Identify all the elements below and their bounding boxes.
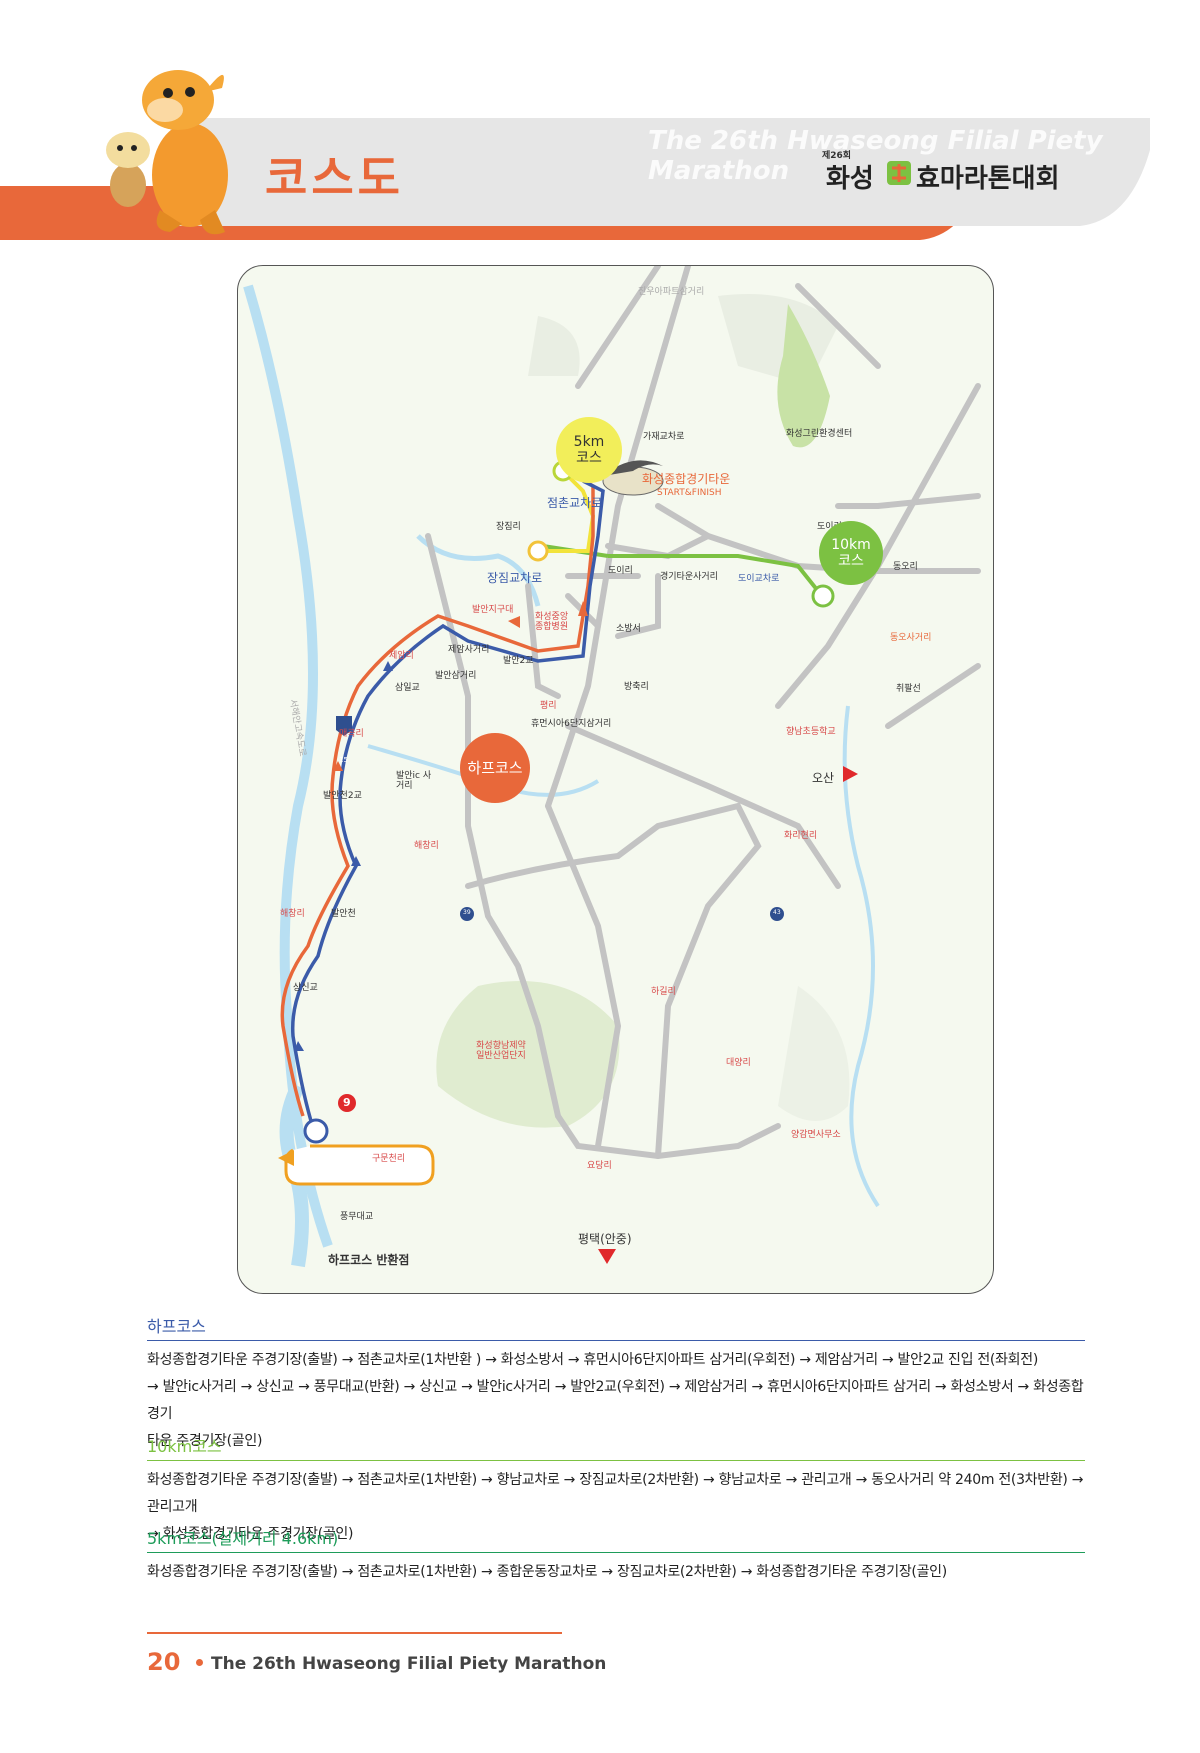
label-jeam-junction: 제암사거리 [448, 645, 490, 655]
event-logo-icon [887, 161, 911, 185]
label-humansia: 휴먼시아6단지삼거리 [531, 719, 612, 729]
marker-9: 9 [343, 1096, 351, 1109]
label-gajae: 가재교차로 [643, 432, 685, 442]
label-stadium: 화성종합경기타운 [642, 472, 731, 486]
label-hwaries: 화리현리 [784, 831, 818, 841]
label-doi-ic: 도이교차로 [738, 574, 780, 584]
label-haechang-left: 해창리 [280, 909, 305, 919]
label-dongo-junction: 동오사거리 [890, 633, 932, 643]
map-graphic [243, 266, 981, 1268]
label-balan-district: 발안지구대 [472, 605, 514, 615]
course-map: 진우아파트삼거리 가재교차로 화성그린환경센터 점촌교차로 화성종합경기타운 S… [237, 265, 994, 1294]
label-osan: 오산 [812, 771, 835, 785]
footer-text: The 26th Hwaseong Filial Piety Marathon [211, 1654, 607, 1674]
badge-5km-line2: 코스 [576, 450, 602, 466]
event-title-en: The 26th Hwaseong Filial Piety Marathon [648, 126, 1103, 186]
label-pharma: 화성향남제약 일반산업단지 [476, 1041, 526, 1061]
footer-rule [147, 1632, 562, 1634]
label-maegok: 매곡리 [339, 729, 364, 739]
page-number: 20 [147, 1648, 181, 1676]
label-sangsin: 상신교 [293, 983, 318, 993]
label-gumun: 구문천리 [372, 1154, 406, 1164]
event-edition: 제26회 [822, 151, 852, 161]
label-daeyang: 대양리 [726, 1058, 751, 1068]
label-doi-ri-top: 도이리 [817, 522, 842, 532]
label-start-finish: START&FINISH [657, 488, 722, 498]
mascot-small [106, 132, 150, 207]
label-jinwoo: 진우아파트삼거리 [638, 287, 705, 297]
label-route43: 43 [773, 909, 781, 916]
section-5km-title: 5km코스(실제거리 4.6km) [147, 1525, 1085, 1553]
label-yanggam: 양감면사무소 [791, 1130, 841, 1140]
label-balancheon: 발안천 [331, 909, 356, 919]
section-half-line-2: → 발안ic사거리 → 상신교 → 풍무대교(반환) → 상신교 → 발안ic사… [147, 1379, 1084, 1422]
label-balan-ic: 발안ic 사거리 [396, 771, 432, 791]
label-jangjim-ic: 장짐교차로 [487, 571, 543, 585]
section-half-body: 화성종합경기타운 주경기장(출발) → 점촌교차로(1차반환 ) → 화성소방서… [147, 1347, 1085, 1455]
label-yodang: 요당리 [587, 1161, 612, 1171]
label-hwy15: 15 [339, 756, 348, 764]
label-haechang: 해창리 [414, 841, 439, 851]
section-10km-title: 10km코스 [147, 1433, 1085, 1461]
badge-5km-line1: 5km [573, 434, 605, 450]
section-5km: 5km코스(실제거리 4.6km) 화성종합경기타운 주경기장(출발) → 점촌… [147, 1525, 1085, 1586]
section-half-line-3: 타운 주경기장(골인) [147, 1433, 263, 1449]
section-5km-line-1: 화성종합경기타운 주경기장(출발) → 점촌교차로(1차반환) → 종합운동장교… [147, 1564, 947, 1580]
label-hyangnam-school: 향남초등학교 [786, 727, 836, 737]
label-pyeongtaek: 평택(안중) [578, 1232, 632, 1246]
label-banguk: 방축리 [624, 682, 649, 692]
label-hagil: 하길리 [651, 987, 676, 997]
section-10km-body: 화성종합경기타운 주경기장(출발) → 점촌교차로(1차반환) → 향남교차로 … [147, 1467, 1085, 1548]
badge-10km-line1: 10km [831, 537, 871, 553]
badge-10km: 10km 코스 [819, 521, 883, 585]
label-hospital: 화성중앙 종합병원 [535, 612, 569, 632]
section-10km: 10km코스 화성종합경기타운 주경기장(출발) → 점촌교차로(1차반환) →… [147, 1433, 1085, 1548]
label-fire-station: 소방서 [616, 624, 641, 634]
label-balan2: 발안2교 [503, 656, 534, 666]
event-title-ko-a: 화성 [826, 164, 874, 194]
section-half-line-1: 화성종합경기타운 주경기장(출발) → 점촌교차로(1차반환 ) → 화성소방서… [147, 1352, 1039, 1368]
label-jangjim-ri: 장짐리 [496, 522, 521, 532]
label-balanchen2: 발안천2교 [323, 791, 362, 801]
label-dongo-ri: 동오리 [893, 562, 918, 572]
label-half-turn: 하프코스 반환점 [328, 1253, 410, 1267]
label-jeomchon: 점촌교차로 [547, 496, 603, 510]
label-samil: 삼일교 [395, 683, 420, 693]
mascot-tiger [142, 70, 228, 235]
label-doi-ri: 도이리 [608, 566, 633, 576]
section-half-title: 하프코스 [147, 1313, 1085, 1341]
page-title: 코스도 [265, 151, 404, 205]
label-stadium-junction: 경기타운사거리 [660, 572, 718, 582]
section-10km-line-1: 화성종합경기타운 주경기장(출발) → 점촌교차로(1차반환) → 향남교차로 … [147, 1472, 1084, 1515]
footer-dot [196, 1659, 203, 1666]
badge-half: 하프코스 [460, 733, 530, 803]
section-10km-line-2: → 화성종합경기타운 주경기장(골인) [147, 1526, 354, 1542]
badge-10km-line2: 코스 [838, 553, 864, 569]
badge-5km: 5km 코스 [556, 417, 622, 483]
label-route39: 39 [463, 909, 471, 916]
label-balan-3way: 발안삼거리 [435, 671, 477, 681]
section-5km-body: 화성종합경기타운 주경기장(출발) → 점촌교차로(1차반환) → 종합운동장교… [147, 1559, 1085, 1586]
section-half: 하프코스 화성종합경기타운 주경기장(출발) → 점촌교차로(1차반환 ) → … [147, 1313, 1085, 1455]
label-pyeong-ri: 평리 [540, 701, 557, 711]
event-title-ko-b: 효마라톤대회 [916, 164, 1060, 194]
header-banner [0, 70, 1150, 240]
label-green-center: 화성그린환경센터 [786, 429, 853, 439]
label-chwipal: 취팔선 [896, 684, 921, 694]
label-pungmu: 풍무대교 [340, 1212, 374, 1222]
label-jeam-ri: 제암리 [389, 651, 414, 661]
